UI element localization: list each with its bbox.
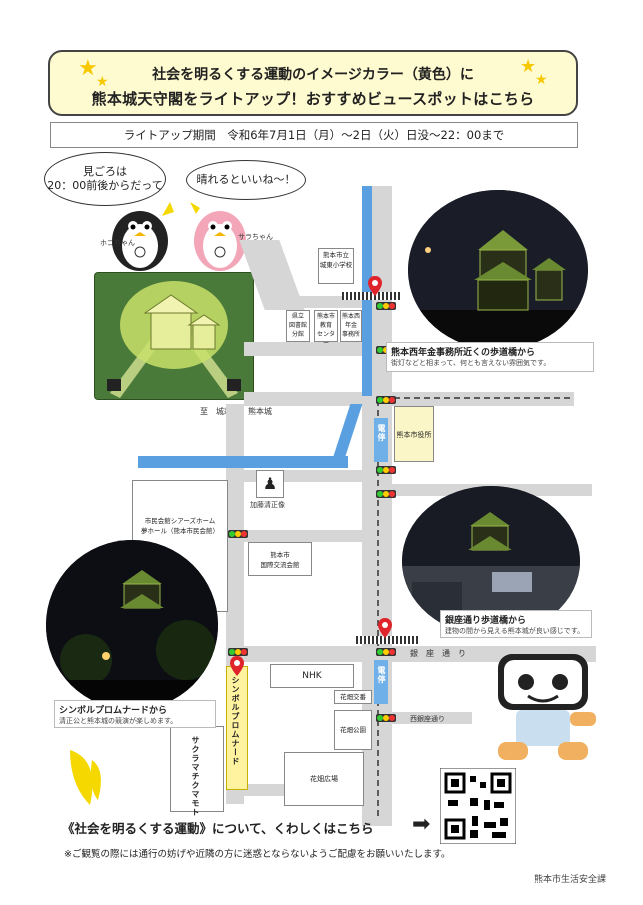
traffic-signal-icon (376, 466, 396, 474)
road (244, 342, 372, 356)
road (244, 530, 362, 542)
tram-stop-label: 電停 (377, 666, 386, 684)
title-line-2: 熊本城天守閣をライトアップ！おすすめビュースポットはこちら (91, 90, 535, 108)
road (244, 392, 574, 406)
nishi-ginza-label: 西銀座通り (410, 715, 445, 723)
hogo-name: ホゴちゃん (100, 239, 135, 247)
qr-code[interactable] (440, 768, 516, 844)
school-building: 熊本市立 城東小学校 (318, 248, 354, 284)
viewspot-caption-3: シンボルプロムナードから 清正公と熊本城の競演が楽しめます。 (54, 700, 216, 728)
hanabata-plaza: 花畑広場 (284, 752, 364, 806)
ginza-street-label: 銀 座 通 り (410, 649, 466, 658)
traffic-signal-icon (376, 302, 396, 310)
pension-office-building: 熊本西 年金 事務所 (340, 310, 362, 342)
viewspot-caption-3-sub: 清正公と熊本城の競演が楽しめます。 (59, 717, 178, 725)
castle-mascot-icon (498, 654, 596, 760)
education-center-building: 熊本市 教育 センター (314, 310, 338, 347)
river (138, 456, 348, 468)
lightup-period: ライトアップ期間 令和6年7月1日（月）〜2日（火）日没〜22：00まで (50, 122, 578, 148)
pedestrian-bridge (342, 292, 400, 300)
title-line-1: 社会を明るくする運動のイメージカラー（黄色）に (152, 67, 474, 83)
viewspot-caption-1-title: 熊本西年金事務所近くの歩道橋から (391, 348, 536, 358)
speech-bubble-left: 見ごろは 20：00前後からだって (44, 152, 166, 206)
map-pin-icon (230, 656, 244, 676)
viewspot-caption-1-sub: 街灯などと相まって、何とも言えない雰囲気です。 (391, 359, 551, 367)
penguin-sara-icon (190, 202, 246, 271)
international-center-building: 熊本市 国際交流会館 (248, 542, 312, 576)
river (362, 186, 372, 396)
tram-stop (374, 660, 388, 704)
traffic-signal-icon (376, 714, 396, 722)
traffic-signal-icon (376, 648, 396, 656)
star-icon: ★ (535, 72, 548, 88)
viewspot-caption-3-title: シンボルプロムナードから (59, 706, 168, 716)
road (392, 712, 472, 724)
castle-illustration (94, 272, 254, 400)
library-building: 県立 図書館 分館 (286, 310, 310, 342)
symbol-promenade-label: シンボルプロムナード (231, 676, 240, 766)
star-icon: ★ (96, 74, 109, 90)
viewspot-caption-1: 熊本西年金事務所近くの歩道橋から 街灯などと相まって、何とも言えない雰囲気です。 (386, 342, 594, 372)
hanabata-koban: 花畑交番 (334, 690, 372, 704)
viewspot-photo-1 (408, 190, 588, 350)
more-info-text: 《社会を明るくする運動》について、くわしくはこちら (62, 821, 374, 836)
star-icon: ★ (78, 56, 98, 81)
traffic-signal-icon (228, 648, 248, 656)
traffic-signal-icon (376, 396, 396, 404)
viewspot-photo-3 (46, 540, 218, 710)
kiyomasa-label: 加藤清正像 (250, 501, 285, 509)
title-box: 社会を明るくする運動のイメージカラー（黄色）に 熊本城天守閣をライトアップ！おす… (48, 50, 578, 116)
map-pin-icon (378, 618, 392, 638)
tram-stop (374, 418, 388, 462)
map-pin-icon (368, 276, 382, 296)
caution-note: ※ご観覧の際には通行の妨げや近隣の方に迷惑とならないようご配慮をお願いいたします… (64, 849, 451, 860)
pedestrian-bridge (356, 636, 418, 644)
yellow-feather-icon (70, 750, 101, 805)
viewspot-caption-2-title: 銀座通り歩道橋から (445, 616, 527, 626)
nhk-building: NHK (270, 664, 354, 688)
speech-bubble-right: 晴れるといいね〜！ (186, 160, 306, 200)
viewspot-caption-2-sub: 建物の間から見える熊本城が良い感じです。 (445, 627, 585, 635)
sakura-machi (170, 726, 224, 812)
star-icon: ★ (520, 56, 537, 77)
viewspot-caption-2: 銀座通り歩道橋から 建物の間から見える熊本城が良い感じです。 (440, 610, 592, 638)
city-hall-building: 熊本市役所 (394, 406, 434, 462)
penguin-hogo-icon (112, 202, 174, 271)
tram-stop-label: 電停 (377, 424, 386, 442)
traffic-signal-icon (228, 530, 248, 538)
sara-name: サラちゃん (238, 233, 273, 241)
traffic-signal-icon (376, 490, 396, 498)
organization-name: 熊本市生活安全課 (534, 875, 607, 885)
hanabata-park: 花畑公園 (334, 710, 372, 750)
arrow-right-icon: ➡ (412, 812, 431, 837)
sakura-machi-label: サクラマチクマモト (191, 736, 200, 817)
kiyomasa-statue-icon: ♟ (256, 470, 284, 498)
